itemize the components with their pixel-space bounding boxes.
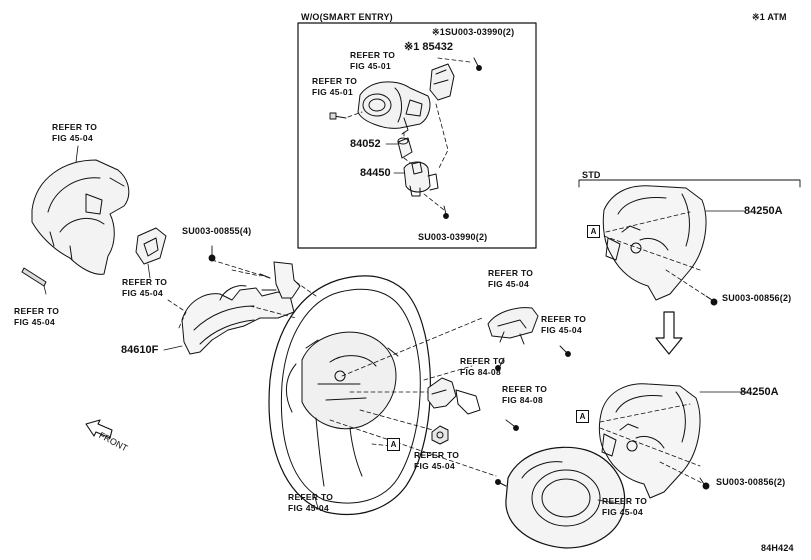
paddle-shift-switch [427, 377, 481, 415]
part-su-inset-bottom[interactable]: SU003-03990(2) [418, 232, 488, 242]
label-leaders [43, 143, 749, 509]
ref-paddle-b[interactable]: REFER TO FIG 84-08 [502, 384, 548, 405]
airbag-assembly [495, 446, 626, 549]
left-screw [208, 245, 216, 262]
ref-nut[interactable]: REFER TO FIG 45-04 [414, 450, 460, 471]
part-84610F[interactable]: 84610F [121, 344, 159, 356]
atm-note: ※1 ATM [752, 12, 787, 22]
part-su-inset-top[interactable]: ※1SU003-03990(2) [432, 27, 515, 37]
center-screws [495, 345, 571, 431]
marker-a-bottom: A [576, 410, 589, 423]
inset-screws [329, 57, 482, 219]
wheel-switch-upper [487, 307, 539, 345]
pad-switch-top [602, 185, 707, 301]
inset-leaders [347, 57, 471, 211]
part-su-right-bottom[interactable]: SU003-00856(2) [716, 477, 786, 487]
std-bracket [578, 179, 801, 188]
lock-cylinder-assembly [357, 63, 455, 135]
ref-cover-bottom[interactable]: REFER TO FIG 45-04 [14, 306, 60, 327]
part-85432[interactable]: ※1 85432 [404, 41, 453, 53]
ignition-switch [403, 161, 439, 197]
ref-switch-upper[interactable]: REFER TO FIG 45-04 [488, 268, 534, 289]
ref-pad-left[interactable]: REFER TO FIG 45-04 [122, 277, 168, 298]
down-arrow [655, 311, 683, 355]
part-84250A-bottom[interactable]: 84250A [740, 386, 779, 398]
right-screws [699, 295, 718, 490]
column-cover [31, 159, 130, 275]
cover-pad [135, 227, 167, 265]
marker-a-center: A [387, 438, 400, 451]
ref-airbag[interactable]: REFER TO FIG 45-04 [602, 496, 648, 517]
marker-a-top: A [587, 225, 600, 238]
part-su-left[interactable]: SU003-00855(4) [182, 226, 252, 236]
ref-cover-top[interactable]: REFER TO FIG 45-04 [52, 122, 98, 143]
right-leaders [599, 211, 713, 485]
inset-frame [297, 22, 537, 249]
ref-wheel[interactable]: REFER TO FIG 45-04 [288, 492, 334, 513]
ref-screw-right[interactable]: REFER TO FIG 45-04 [541, 314, 587, 335]
cover-clip [21, 267, 47, 287]
inset-title: W/O(SMART ENTRY) [301, 12, 393, 22]
switch-bracket-assembly [181, 261, 301, 355]
ref-paddle-a[interactable]: REFER TO FIG 84-08 [460, 356, 506, 377]
ref-inset-b[interactable]: REFER TO FIG 45-01 [312, 76, 358, 97]
part-84250A-top[interactable]: 84250A [744, 205, 783, 217]
key-cylinder [397, 137, 413, 159]
front-arrow [85, 419, 113, 439]
steering-wheel [268, 275, 431, 516]
hex-nut [431, 425, 449, 445]
part-84450[interactable]: 84450 [360, 167, 391, 179]
diagram-code: 84H424 [761, 543, 794, 553]
left-leaders [167, 259, 317, 331]
part-84052[interactable]: 84052 [350, 138, 381, 150]
std-label: STD [582, 170, 601, 180]
ref-inset-a[interactable]: REFER TO FIG 45-01 [350, 50, 396, 71]
part-su-right-top[interactable]: SU003-00856(2) [722, 293, 792, 303]
